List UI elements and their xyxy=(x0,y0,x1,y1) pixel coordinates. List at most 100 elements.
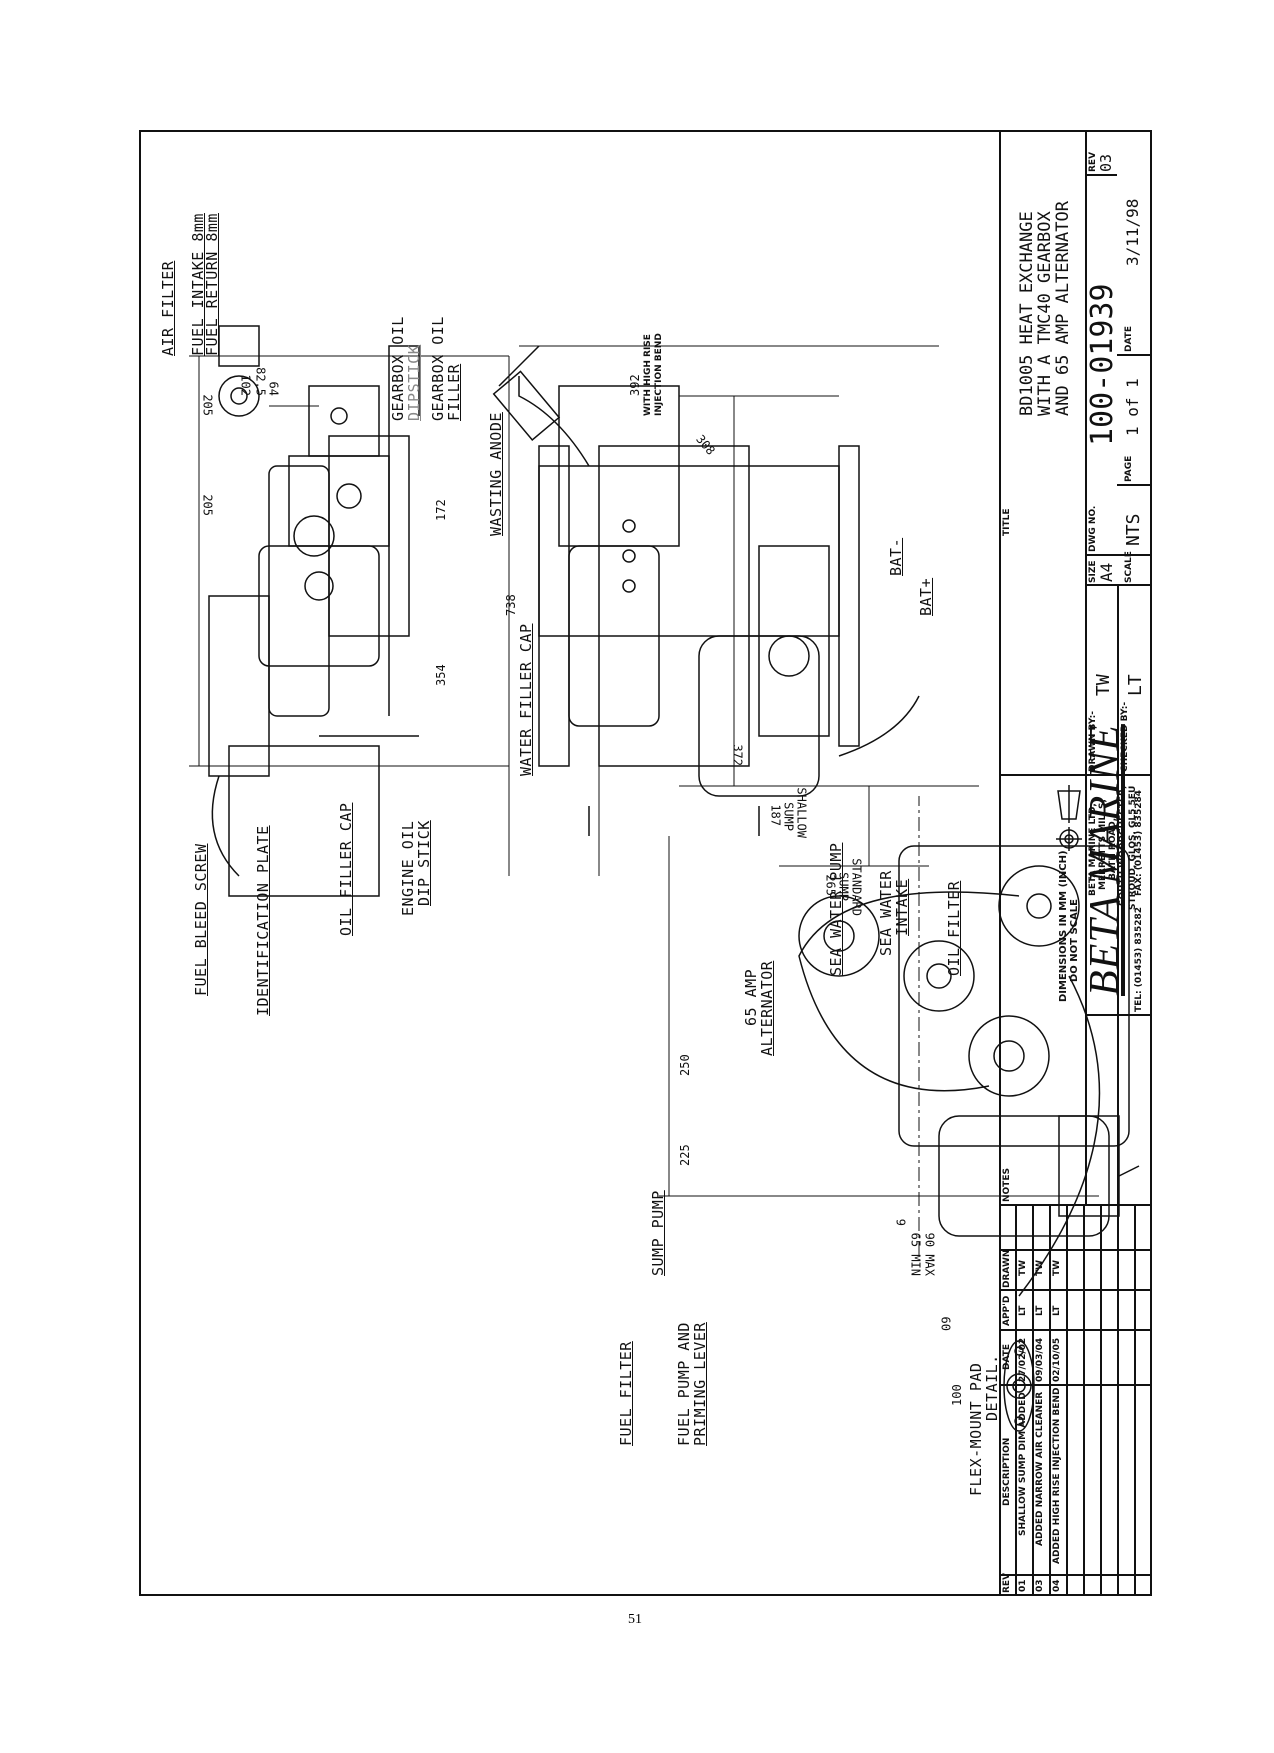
label-air-filter: AIR FILTER xyxy=(159,260,177,356)
label-high-rise-1: WITH HIGH RISE xyxy=(643,334,653,416)
dim-205b: 205 xyxy=(200,494,215,516)
rev-cell: 01 xyxy=(1018,1579,1028,1592)
rev-cell: LT xyxy=(1035,1305,1045,1316)
rev-header-description: DESCRIPTION xyxy=(1002,1437,1012,1506)
label-fuel-filter: FUEL FILTER xyxy=(617,1341,635,1446)
dim-738: 738 xyxy=(504,594,518,616)
company-address-5: STROUD, GLOS. GL5 5EU xyxy=(1128,785,1138,910)
dwg-no-value: 100-01939 xyxy=(1085,283,1120,446)
label-fuel-return: FUEL RETURN 8mm xyxy=(203,213,221,356)
company-tel: TEL: (01453) 835282 xyxy=(1134,907,1144,1012)
rev-cell: 04 xyxy=(1052,1579,1062,1592)
title-col-divider xyxy=(1085,554,1152,556)
checked-by-value: LT xyxy=(1125,674,1146,696)
label-standard-sump-standard: STANDARD xyxy=(849,858,864,916)
rev-col-divider xyxy=(999,1574,1152,1576)
dim-82-5: 82.5 xyxy=(253,367,268,396)
title-col-divider xyxy=(1117,354,1152,356)
label-dipstick: DIPSTICK xyxy=(405,344,423,421)
rev-cell: SHALLOW SUMP DIM ADDED xyxy=(1018,1392,1028,1536)
dim-60: 60 xyxy=(938,1316,953,1331)
page-label: PAGE xyxy=(1124,455,1134,482)
rev-cell: 02/10/05 xyxy=(1052,1337,1062,1382)
rev-row-divider xyxy=(1032,1206,1034,1596)
title-col-divider xyxy=(999,774,1152,776)
projection-symbol-icon xyxy=(1056,785,1082,851)
scale-value: NTS xyxy=(1123,513,1144,546)
dim-250: 250 xyxy=(678,1054,692,1076)
label-fuel-bleed-screw: FUEL BLEED SCREW xyxy=(192,843,210,997)
rev-cell: TW xyxy=(1052,1259,1062,1276)
label-intake: INTAKE xyxy=(893,878,911,936)
dim-9: 9 xyxy=(893,1218,908,1226)
drawn-by-value: TW xyxy=(1093,674,1114,696)
label-water-filler-cap: WATER FILLER CAP xyxy=(517,623,535,777)
scale-label: SCALE xyxy=(1124,551,1134,583)
dim-354: 354 xyxy=(434,664,448,686)
rev-cell: 09/03/04 xyxy=(1035,1337,1045,1382)
rev-cell: ADDED HIGH RISE INJECTION BEND xyxy=(1052,1387,1062,1564)
rev-row-divider xyxy=(1100,1206,1102,1596)
engine-side-view xyxy=(492,345,920,836)
rev-header-drawn: DRAWN xyxy=(1002,1249,1012,1288)
date-value: 3/11/98 xyxy=(1123,198,1142,266)
rev-cell: 27/02/02 xyxy=(1018,1337,1028,1382)
label-shallow-sump-shallow: SHALLOW xyxy=(794,787,809,838)
dim-205a: 205 xyxy=(200,394,215,416)
rev-row-divider xyxy=(1117,1206,1119,1596)
engine-top-view xyxy=(208,325,420,897)
label-high-rise-2: INJECTION BEND xyxy=(654,333,664,416)
rev-header-rev: REV xyxy=(1002,1572,1012,1593)
dim-372: 372 xyxy=(730,744,745,766)
engine-front-view xyxy=(798,845,1140,1297)
label-sea-water-pump: SEA WATER PUMP xyxy=(827,842,845,976)
label-priming-lever: PRIMING LEVER xyxy=(691,1322,709,1446)
title-block-divider xyxy=(999,130,1001,1596)
rev-value: 03 xyxy=(1097,153,1115,172)
dimensions-note-2: DO NOT SCALE xyxy=(1069,899,1080,982)
title-col-divider xyxy=(1085,174,1117,176)
title-col-divider xyxy=(1085,584,1152,586)
label-alternator: ALTERNATOR xyxy=(758,960,776,1056)
rev-row-divider xyxy=(1015,1206,1017,1596)
dim-225: 225 xyxy=(678,1144,692,1166)
label-identification-plate: IDENTIFICATION PLATE xyxy=(254,825,272,1016)
dim-100: 100 xyxy=(950,1384,964,1406)
rev-cell: ADDED NARROW AIR CLEANER xyxy=(1035,1391,1045,1546)
dim-64: 64 xyxy=(266,381,281,396)
label-bat-pos: BAT+ xyxy=(917,577,935,616)
label-oil-filler-cap: OIL FILLER CAP xyxy=(337,802,355,936)
title-label: TITLE xyxy=(1002,508,1012,536)
dim-172: 172 xyxy=(434,499,448,521)
engine-drawings xyxy=(189,325,1140,1432)
label-bat-neg: BAT- xyxy=(887,537,905,576)
label-shallow-sump-sump: SUMP xyxy=(781,802,796,831)
label-shallow-sump-187: 187 xyxy=(768,804,783,826)
notes-label: NOTES xyxy=(1002,1168,1012,1202)
label-oil-filter: OIL FILTER xyxy=(945,880,963,976)
dim-102: 102 xyxy=(238,374,253,396)
size-value: A4 xyxy=(1097,562,1116,582)
label-filler: FILLER xyxy=(445,363,463,421)
page-number: 51 xyxy=(628,1612,642,1627)
label-wasting-anode: WASTING ANODE xyxy=(487,412,505,536)
label-65-min: 65 MIN xyxy=(908,1232,923,1276)
page-value: 1 of 1 xyxy=(1123,378,1142,436)
rotated-drawing-sheet: AIR FILTER FUEL INTAKE 8mm FUEL RETURN 8… xyxy=(139,130,1152,1596)
drawn-by-label: DRAWN BY:- xyxy=(1088,711,1098,772)
rev-row-divider xyxy=(1134,1206,1136,1596)
title-line-3: AND 65 AMP ALTERNATOR xyxy=(1053,201,1073,416)
title-col-divider xyxy=(1085,1014,1152,1016)
rev-col-divider xyxy=(999,1249,1152,1251)
rev-header-appd: APP'D xyxy=(1002,1295,1012,1326)
rev-col-divider xyxy=(999,1329,1152,1331)
dwg-no-label: DWG NO. xyxy=(1088,505,1098,552)
rev-row-divider xyxy=(1083,1206,1085,1596)
rev-row-divider xyxy=(1049,1206,1051,1596)
label-dip-stick: DIP STICK xyxy=(415,820,433,906)
label-sump-pump: SUMP PUMP xyxy=(649,1190,667,1276)
rev-cell: LT xyxy=(1052,1305,1062,1316)
rev-col-divider xyxy=(999,1289,1152,1291)
rev-cell: LT xyxy=(1018,1305,1028,1316)
dimensions-note-1: DIMENSIONS IN MM (INCH) xyxy=(1058,850,1069,1002)
